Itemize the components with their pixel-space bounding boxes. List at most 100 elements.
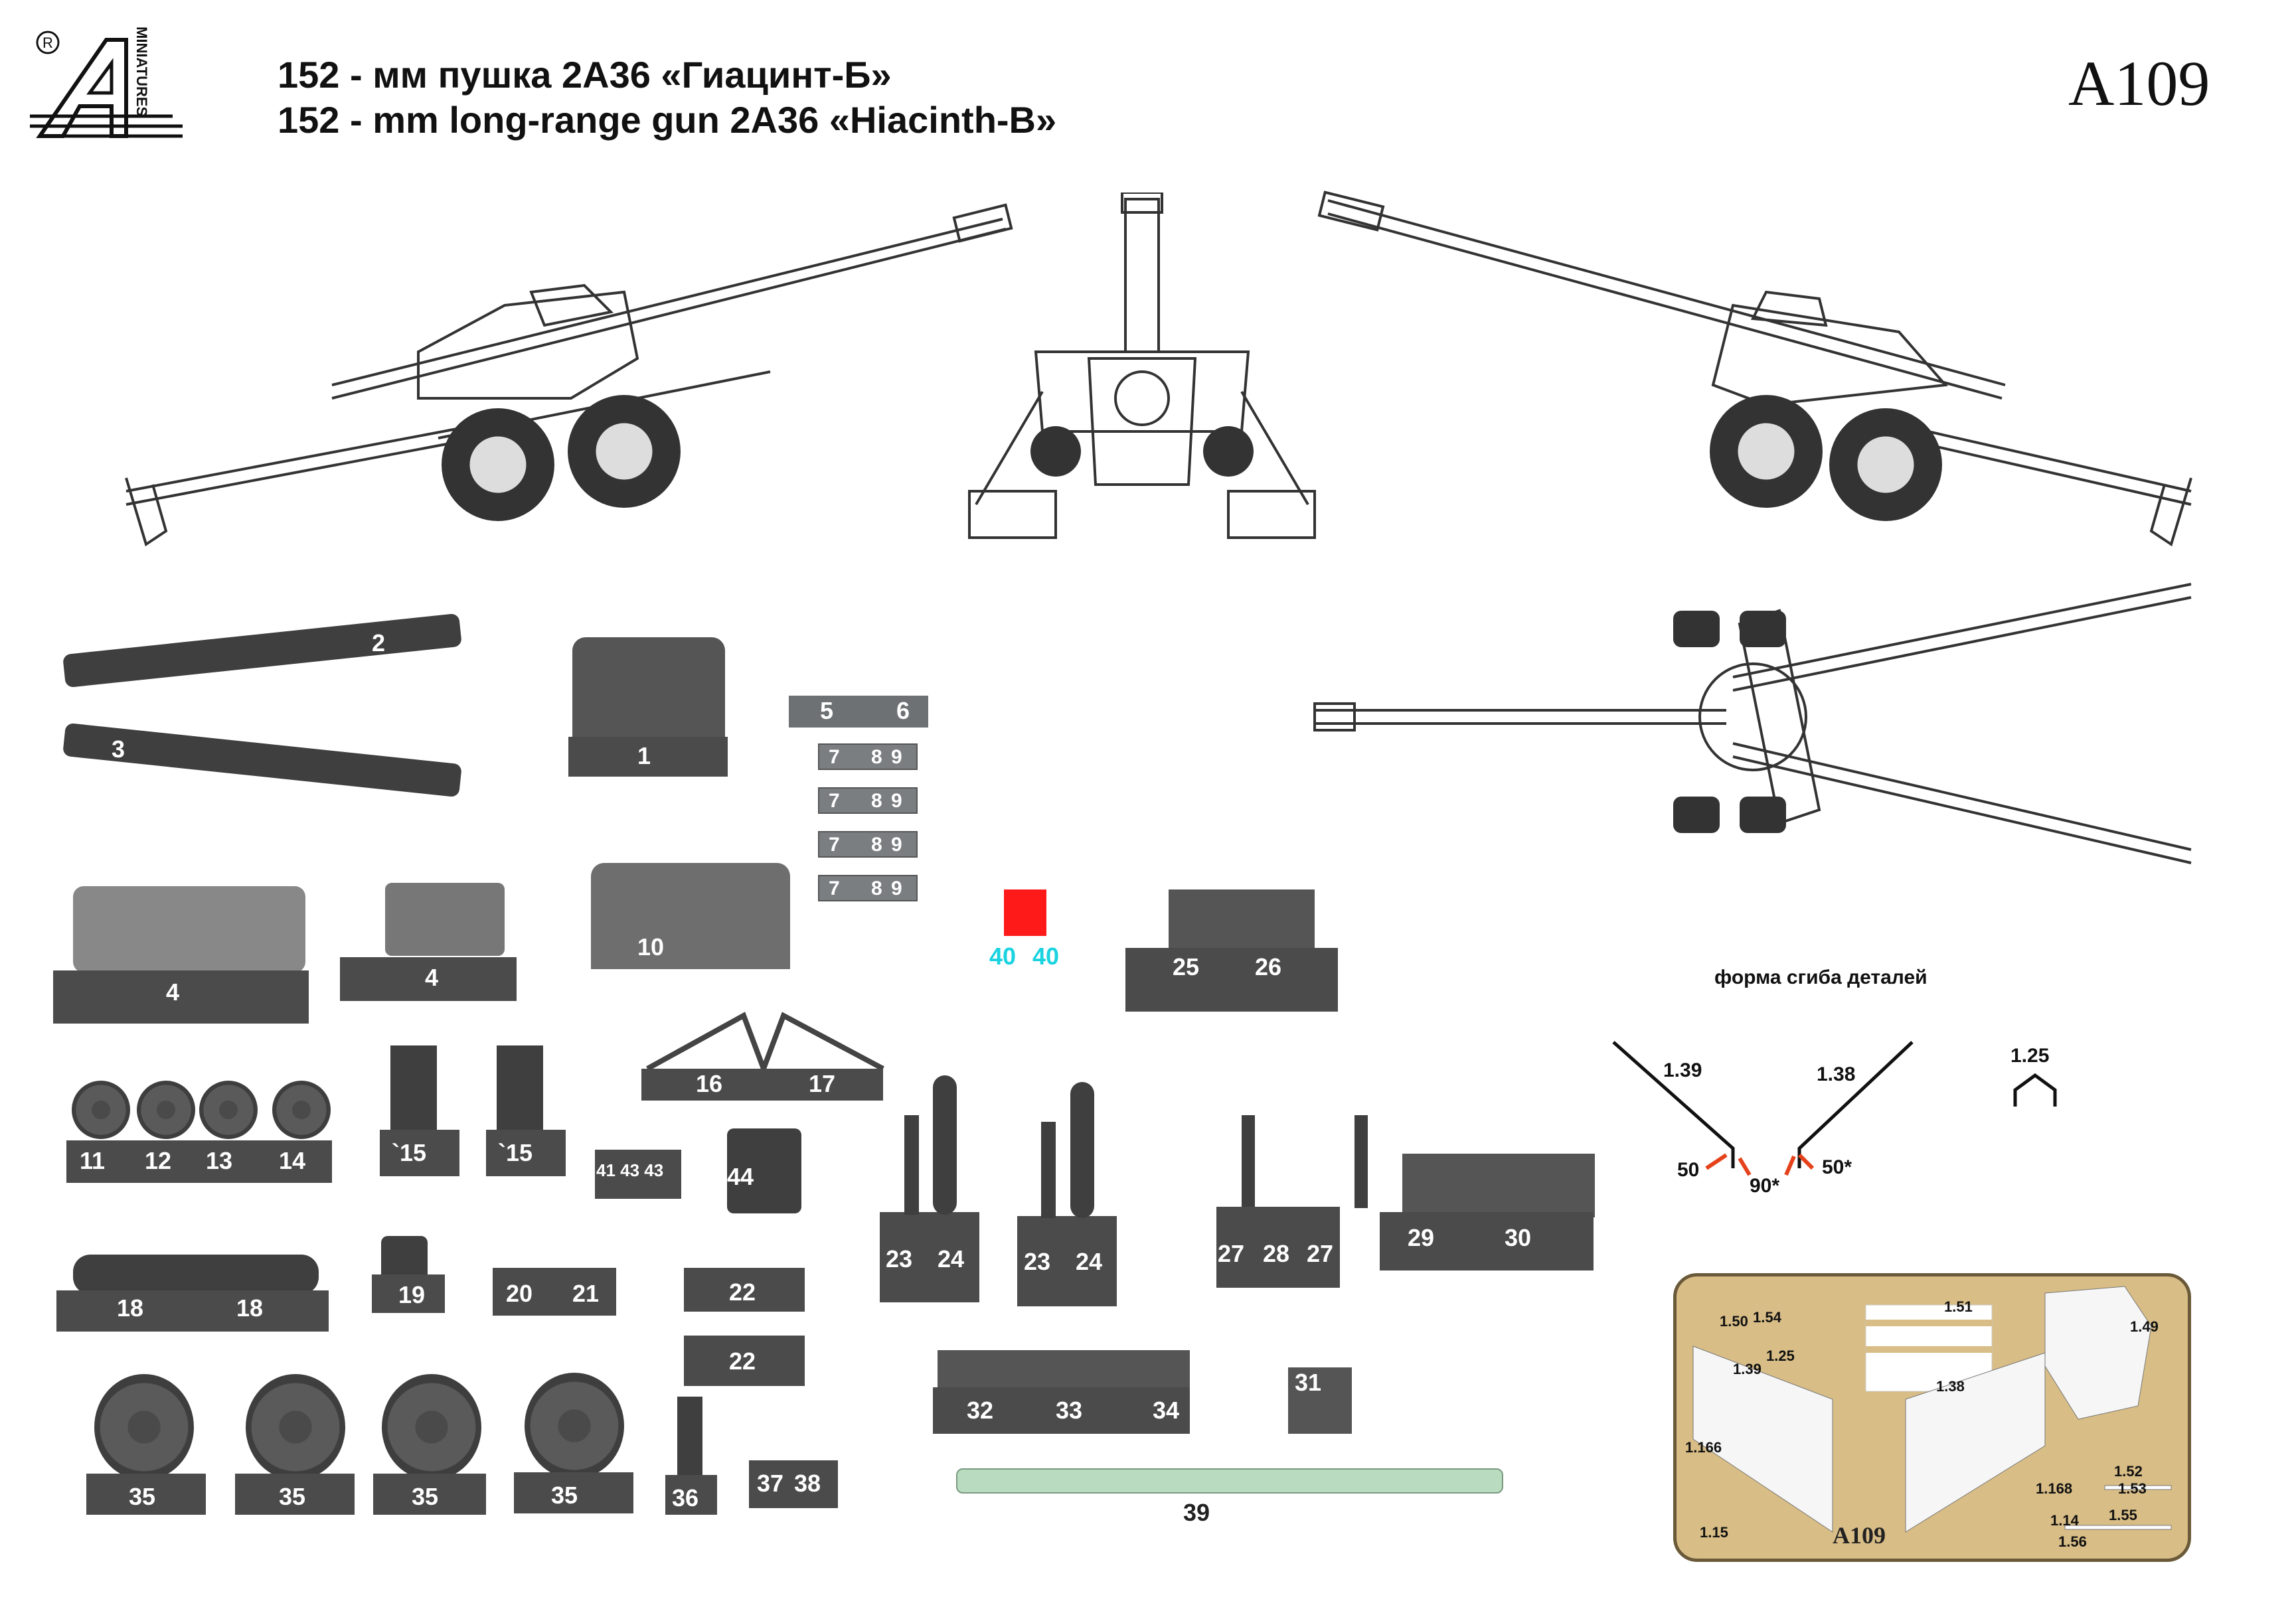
pe-label-156: 1.56: [2058, 1533, 2087, 1550]
plate-15b: [486, 1130, 566, 1176]
pe-label-151: 1.51: [1944, 1298, 1973, 1315]
plate-19: [372, 1274, 445, 1313]
part-24b-rod: [1070, 1082, 1094, 1218]
label-21: 21: [572, 1280, 600, 1307]
label-37: 37: [757, 1470, 784, 1497]
label-31: 31: [1295, 1369, 1322, 1396]
label-18a: 18: [117, 1294, 144, 1322]
part-35-wheel-4: [525, 1373, 624, 1479]
pe-label-150: 1.50: [1720, 1313, 1748, 1330]
label-1: 1: [637, 742, 651, 769]
kit-code: A109: [2068, 48, 2210, 119]
label-22a: 22: [729, 1278, 756, 1306]
label-bend-50-left: 50: [1677, 1159, 1700, 1181]
part-4-body: [73, 886, 305, 972]
brand-text: MINIATURES: [133, 27, 150, 117]
part-23b-rod: [1041, 1122, 1056, 1218]
label-bend-125: 1.25: [2010, 1045, 2050, 1067]
label-24a: 24: [938, 1245, 965, 1272]
label-35-2: 35: [279, 1483, 306, 1510]
label-35-3: 35: [412, 1483, 439, 1510]
plate-35-4: [514, 1472, 633, 1513]
part-16-17-truss: [646, 1012, 884, 1071]
part-14-wheel: [272, 1081, 331, 1139]
front-view: [968, 192, 1316, 539]
title-en: 152 - mm long-range gun 2A36 «Hiacinth-B…: [278, 99, 1057, 141]
label-33: 33: [1056, 1397, 1083, 1424]
part-36: [677, 1397, 702, 1483]
label-23a: 23: [886, 1245, 913, 1272]
bend-title: форма сгиба деталей: [1714, 966, 1927, 988]
label-22b: 22: [729, 1347, 756, 1375]
label-3: 3: [112, 735, 125, 763]
label-14: 14: [279, 1147, 306, 1174]
part-10: [591, 863, 790, 969]
label-27a: 27: [1218, 1240, 1245, 1267]
plate-4a: [53, 970, 309, 1024]
label-29: 29: [1408, 1224, 1435, 1251]
part-15b: [497, 1045, 543, 1132]
label-bend-139: 1.39: [1663, 1059, 1702, 1081]
plate-4b: [340, 957, 517, 1001]
pe-label-149: 1.49: [2130, 1318, 2159, 1335]
bend-diagram: [1612, 1041, 1914, 1176]
label-13: 13: [206, 1147, 233, 1174]
plate-35-1: [86, 1474, 206, 1515]
label-2: 2: [372, 629, 386, 656]
plate-16-17: [641, 1069, 883, 1101]
part-25-26: [1169, 889, 1315, 949]
label-27b: 27: [1307, 1240, 1334, 1267]
label-32: 32: [967, 1397, 994, 1424]
pe-label-1166: 1.166: [1685, 1439, 1722, 1456]
label-35-4: 35: [551, 1482, 578, 1509]
label-16: 16: [696, 1070, 723, 1097]
pe-code: A109: [1833, 1522, 1886, 1549]
plate-27-28: [1216, 1207, 1340, 1288]
part-23a-rod: [904, 1115, 919, 1215]
pe-label-154: 1.54: [1753, 1309, 1781, 1326]
label-28: 28: [1263, 1240, 1290, 1267]
part-27-28-rods: [1242, 1115, 1368, 1208]
label-10: 10: [637, 933, 665, 961]
pe-label-115: 1.15: [1700, 1524, 1728, 1541]
svg-text:R: R: [42, 35, 53, 51]
part-32-34: [938, 1350, 1190, 1393]
part-12-wheel: [137, 1081, 195, 1139]
label-15a: `15: [392, 1139, 427, 1166]
label-bend-90: 90*: [1750, 1175, 1780, 1197]
plate-18: [56, 1290, 329, 1332]
sprue-5-6: [789, 696, 928, 728]
plate-22b: [684, 1336, 805, 1386]
side-view-right: [1317, 191, 2192, 547]
plate-23-24a: [880, 1212, 979, 1302]
plate-11-14: [66, 1140, 332, 1183]
label-34: 34: [1153, 1397, 1180, 1424]
side-view-left: [125, 203, 1013, 547]
plate-37-38: [749, 1460, 838, 1508]
part-31: [1288, 1367, 1352, 1434]
part-1-casting: [572, 637, 725, 743]
label-bend-138: 1.38: [1817, 1063, 1856, 1085]
label-4b: 4: [425, 964, 439, 991]
pe-label-139: 1.39: [1733, 1361, 1762, 1377]
label-4a: 4: [166, 978, 180, 1006]
label-41-43: 41 43 43: [596, 1160, 664, 1180]
label-36: 36: [672, 1484, 699, 1511]
plate-35-2: [235, 1474, 355, 1515]
part-35-wheel-2: [246, 1374, 345, 1480]
label-38: 38: [794, 1470, 821, 1497]
part-35-wheel-1: [94, 1374, 194, 1480]
part-11-wheel: [72, 1081, 130, 1139]
part-18-pair: [73, 1255, 319, 1294]
part-44: [727, 1128, 801, 1213]
part-trail-2: [62, 613, 462, 688]
pe-parts: [1692, 1286, 2172, 1533]
part-24a-rod: [933, 1075, 957, 1215]
plate-29-30: [1380, 1212, 1594, 1270]
label-40b: 40: [1032, 943, 1060, 970]
plate-32-34: [933, 1387, 1190, 1434]
